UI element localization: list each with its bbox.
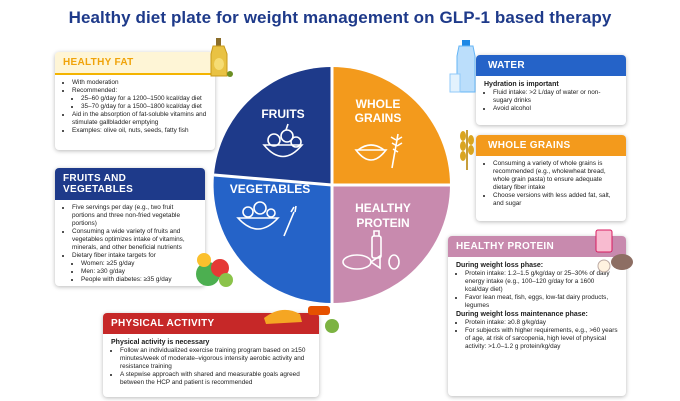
healthy-protein-card: HEALTHY PROTEIN During weight loss phase… bbox=[448, 236, 626, 396]
protein-phase1-list: Protein intake: 1.2–1.5 g/kg/day or 25–3… bbox=[456, 270, 618, 310]
plate-label-whole-grains-2: GRAINS bbox=[355, 111, 402, 125]
list-subitem: Men: ≥30 g/day bbox=[81, 268, 197, 276]
list-item: Protein intake: ≥0.8 g/kg/day bbox=[465, 319, 618, 327]
protein-products-icon bbox=[595, 229, 633, 273]
fruits-vegetables-list: Five servings per day (e.g., two fruit p… bbox=[63, 204, 197, 284]
list-subitem: People with diabetes: ≥35 g/day bbox=[81, 276, 197, 284]
list-item: Favor lean meat, fish, eggs, low-fat dai… bbox=[465, 294, 618, 310]
water-bottle-icon bbox=[449, 40, 476, 93]
wheat-icon bbox=[460, 130, 474, 170]
list-item: Choose versions with less added fat, sal… bbox=[493, 192, 618, 208]
plate-segment-vegetables bbox=[213, 175, 332, 304]
list-subitem: Women: ≥25 g/day bbox=[81, 260, 197, 268]
list-item: Protein intake: 1.2–1.5 g/kg/day or 25–3… bbox=[465, 270, 618, 294]
olive-oil-icon bbox=[210, 38, 233, 77]
healthy-fat-title: HEALTHY FAT bbox=[55, 52, 215, 75]
plate-label-fruits: FRUITS bbox=[261, 107, 304, 121]
water-title: WATER bbox=[476, 55, 626, 76]
physical-activity-list: Follow an individualized exercise traini… bbox=[111, 347, 311, 387]
plate-label-protein-1: HEALTHY bbox=[355, 201, 411, 215]
fruits-vegetables-title: FRUITS AND VEGETABLES bbox=[55, 168, 205, 200]
physical-activity-card: PHYSICAL ACTIVITY Physical activity is n… bbox=[103, 313, 319, 397]
sports-gear-icon bbox=[264, 306, 339, 333]
water-list: Fluid intake: >2 L/day of water or non-s… bbox=[484, 89, 618, 113]
list-item: A stepwise approach with shared and meas… bbox=[120, 371, 311, 387]
list-item: Consuming a wide variety of fruits and v… bbox=[72, 228, 197, 252]
list-subitem: 25–60 g/day for a 1200–1500 kcal/day die… bbox=[81, 95, 207, 103]
protein-phase2-heading: During weight loss maintenance phase: bbox=[456, 311, 588, 318]
list-item: Dietary fiber intake targets for Women: … bbox=[72, 252, 197, 284]
list-item: Avoid alcohol bbox=[493, 105, 618, 113]
list-item: Aid in the absorption of fat-soluble vit… bbox=[72, 111, 207, 127]
list-item: Consuming a variety of whole grains is r… bbox=[493, 160, 618, 192]
list-subitem: 35–70 g/day for a 1500–1800 kcal/day die… bbox=[81, 103, 207, 111]
whole-grains-title: WHOLE GRAINS bbox=[476, 135, 626, 156]
list-item: Follow an individualized exercise traini… bbox=[120, 347, 311, 371]
plate-segment-protein bbox=[332, 185, 450, 303]
grain-bowl-icon bbox=[354, 133, 403, 169]
list-item: Fluid intake: >2 L/day of water or non-s… bbox=[493, 89, 618, 105]
vegetable-bowl-icon bbox=[236, 201, 297, 237]
healthy-fat-list: With moderation Recommended: 25–60 g/day… bbox=[63, 79, 207, 135]
list-item: Examples: olive oil, nuts, seeds, fatty … bbox=[72, 127, 207, 135]
page-title: Healthy diet plate for weight management… bbox=[68, 8, 612, 27]
whole-grains-card: WHOLE GRAINS Consuming a variety of whol… bbox=[476, 135, 626, 221]
protein-foods-icon bbox=[342, 230, 400, 270]
vegetables-icon bbox=[196, 253, 233, 287]
protein-phase1-heading: During weight loss phase: bbox=[456, 262, 544, 269]
whole-grains-list: Consuming a variety of whole grains is r… bbox=[484, 160, 618, 208]
protein-phase2-list: Protein intake: ≥0.8 g/kg/day For subjec… bbox=[456, 319, 618, 351]
water-card: WATER Hydration is important Fluid intak… bbox=[476, 55, 626, 125]
plate-label-vegetables: VEGETABLES bbox=[230, 182, 310, 196]
healthy-protein-title: HEALTHY PROTEIN bbox=[448, 236, 626, 257]
healthy-fat-card: HEALTHY FAT With moderation Recommended:… bbox=[55, 52, 215, 150]
list-item: Recommended: 25–60 g/day for a 1200–1500… bbox=[72, 87, 207, 111]
plate-label-protein-2: PROTEIN bbox=[356, 216, 409, 230]
plate-label-whole-grains-1: WHOLE bbox=[356, 97, 401, 111]
physical-activity-subtitle: Physical activity is necessary bbox=[111, 339, 210, 346]
list-item: Five servings per day (e.g., two fruit p… bbox=[72, 204, 197, 228]
plate-segments bbox=[213, 66, 450, 304]
list-item: With moderation bbox=[72, 79, 207, 87]
fruits-vegetables-card: FRUITS AND VEGETABLES Five servings per … bbox=[55, 168, 205, 286]
fruit-basket-icon bbox=[262, 123, 304, 158]
water-subtitle: Hydration is important bbox=[484, 81, 559, 88]
plate-segment-fruits bbox=[214, 66, 332, 185]
plate-segment-whole-grains bbox=[332, 67, 450, 185]
list-item: For subjects with higher requirements, e… bbox=[465, 327, 618, 351]
